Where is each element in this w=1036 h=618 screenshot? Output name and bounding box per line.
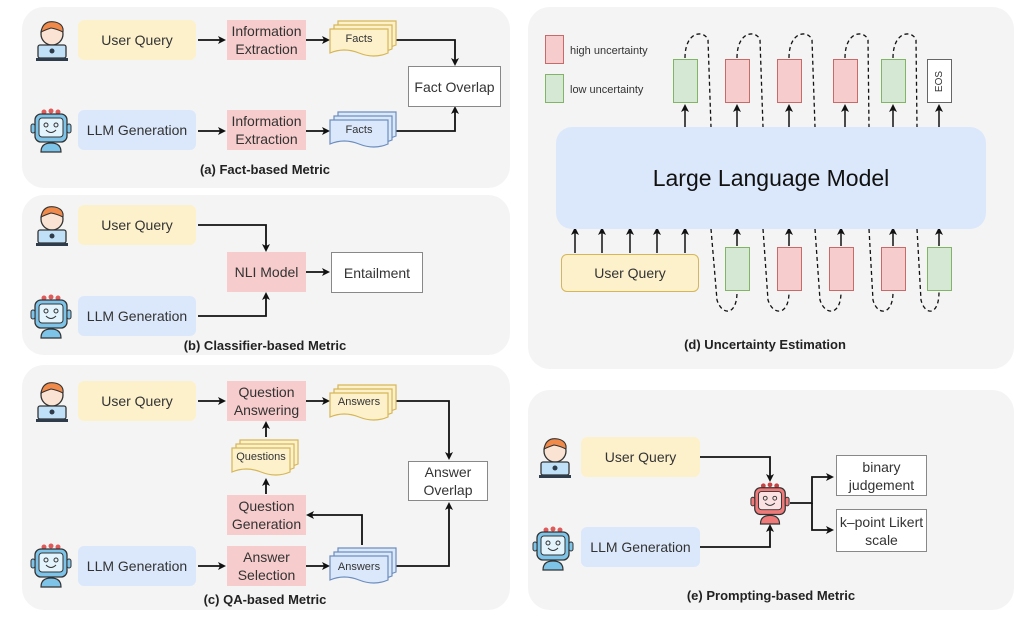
high-uncertainty-token xyxy=(725,59,750,103)
large-language-model-box: Large Language Model xyxy=(556,127,986,229)
user-avatar-icon xyxy=(32,379,72,423)
low-uncertainty-token xyxy=(927,247,952,291)
caption-c: (c) QA-based Metric xyxy=(203,592,327,607)
answers-doc: Answers xyxy=(337,561,381,573)
answer-selection-box: Answer Selection xyxy=(227,546,306,586)
high-uncertainty-token xyxy=(881,247,906,291)
facts-doc: Facts xyxy=(345,33,373,45)
low-uncertainty-token xyxy=(725,247,750,291)
fact-overlap-box: Fact Overlap xyxy=(408,66,501,107)
questions-doc: Questions xyxy=(236,451,286,463)
caption-b: (b) Classifier-based Metric xyxy=(183,338,347,353)
user-query-box: User Query xyxy=(78,205,196,245)
legend-low-swatch xyxy=(545,74,564,103)
high-uncertainty-token xyxy=(829,247,854,291)
judge-robot-icon xyxy=(749,481,791,525)
nli-model-box: NLI Model xyxy=(227,252,306,292)
robot-avatar-icon xyxy=(531,525,575,571)
legend-high-swatch xyxy=(545,35,564,64)
binary-judgement-box: binary judgement xyxy=(836,455,927,496)
high-uncertainty-token xyxy=(777,247,802,291)
question-generation-box: Question Generation xyxy=(227,495,306,535)
question-answering-box: Question Answering xyxy=(227,381,306,421)
robot-avatar-icon xyxy=(29,107,73,153)
llm-generation-box: LLM Generation xyxy=(78,546,196,586)
entailment-box: Entailment xyxy=(331,252,423,293)
information-extraction-box: Information Extraction xyxy=(227,20,306,60)
user-avatar-icon xyxy=(535,435,575,479)
robot-avatar-icon xyxy=(29,293,73,339)
high-uncertainty-token xyxy=(777,59,802,103)
low-uncertainty-token xyxy=(673,59,698,103)
user-avatar-icon xyxy=(32,203,72,247)
caption-e: (e) Prompting-based Metric xyxy=(686,588,856,603)
llm-generation-box: LLM Generation xyxy=(581,527,700,567)
user-query-box: User Query xyxy=(78,381,196,421)
legend-high-label: high uncertainty xyxy=(570,45,648,57)
user-query-box: User Query xyxy=(78,20,196,60)
answer-overlap-box: Answer Overlap xyxy=(408,461,488,501)
robot-avatar-icon xyxy=(29,542,73,588)
eos-label: EOS xyxy=(934,70,945,92)
caption-a: (a) Fact-based Metric xyxy=(199,162,331,177)
legend-low-label: low uncertainty xyxy=(570,84,644,96)
answers-doc: Answers xyxy=(337,396,381,408)
facts-doc: Facts xyxy=(345,124,373,136)
information-extraction-box: Information Extraction xyxy=(227,110,306,150)
llm-generation-box: LLM Generation xyxy=(78,296,196,336)
user-avatar-icon xyxy=(32,18,72,62)
high-uncertainty-token xyxy=(833,59,858,103)
low-uncertainty-token xyxy=(881,59,906,103)
eos-token: EOS xyxy=(927,59,952,103)
llm-generation-box: LLM Generation xyxy=(78,110,196,150)
caption-d: (d) Uncertainty Estimation xyxy=(684,337,846,352)
likert-scale-box: k–point Likert scale xyxy=(836,509,927,552)
user-query-box: User Query xyxy=(581,437,700,477)
user-query-box: User Query xyxy=(561,254,699,292)
